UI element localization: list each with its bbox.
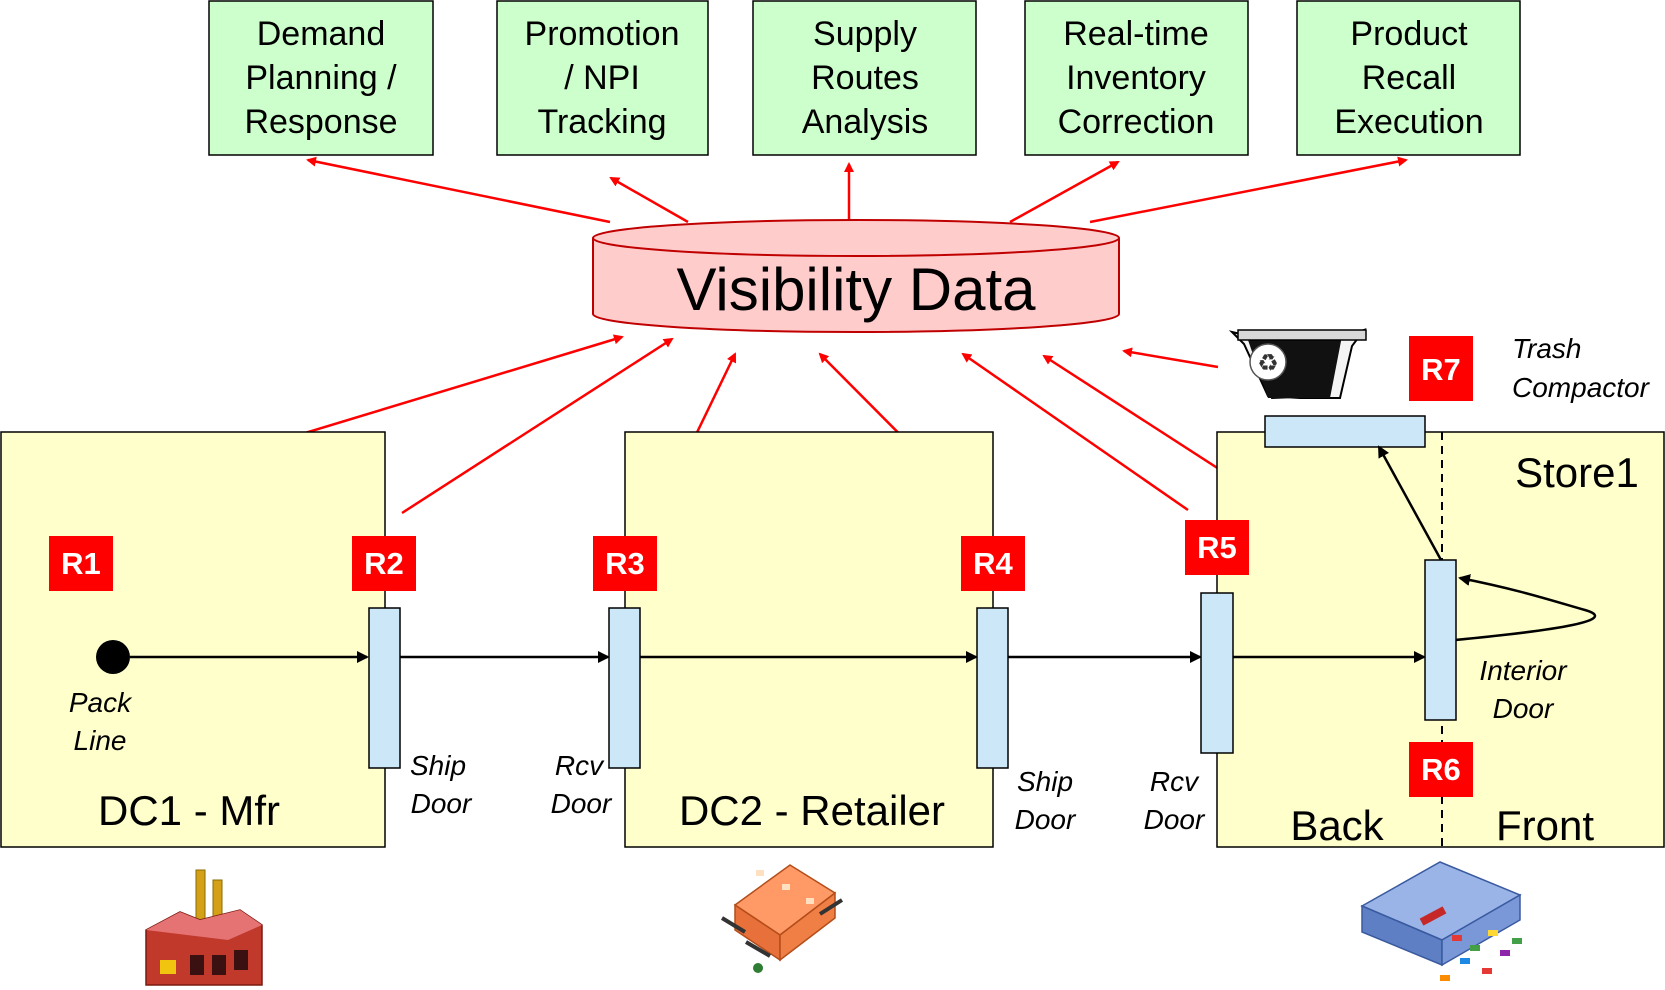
reader-label: R5 <box>1197 530 1237 565</box>
app-box-product-recall: Product Recall Execution <box>1296 0 1521 156</box>
app-box-demand-planning: Demand Planning / Response <box>208 0 434 156</box>
app-line: Execution <box>1334 103 1483 141</box>
app-line: Recall <box>1362 59 1456 97</box>
factory-icon <box>145 869 263 986</box>
app-line: Tracking <box>537 103 666 141</box>
interior-door <box>1424 559 1457 721</box>
interior-door-label: Door <box>1493 693 1555 724</box>
trash-compactor-slot <box>1264 415 1426 448</box>
ship-door-label: Ship <box>410 750 466 781</box>
output-arrows <box>306 156 1408 224</box>
svg-text:♻: ♻ <box>1257 350 1279 377</box>
reader-r2: R2 <box>352 536 416 591</box>
rcv-door-label: Door <box>1144 804 1206 835</box>
reader-r5: R5 <box>1185 520 1249 575</box>
app-line: Response <box>244 103 397 141</box>
app-box-realtime-inventory: Real-time Inventory Correction <box>1024 0 1249 156</box>
dc2-label: DC2 - Retailer <box>679 787 945 834</box>
reader-label: R6 <box>1421 752 1461 787</box>
store-front-label: Front <box>1496 802 1594 849</box>
ship-door-dc1 <box>368 607 401 769</box>
ship-door-label: Door <box>1015 804 1077 835</box>
dc1-label: DC1 - Mfr <box>98 787 280 834</box>
app-line: Real-time <box>1063 15 1208 53</box>
rcv-door-label: Door <box>551 788 613 819</box>
trash-compactor-label: Trash <box>1512 333 1582 364</box>
reader-label: R7 <box>1421 352 1461 387</box>
app-line: Supply <box>813 15 917 53</box>
rcv-door-dc2 <box>608 607 641 769</box>
rcv-door-label: Rcv <box>1150 766 1200 797</box>
reader-r6: R6 <box>1409 742 1473 797</box>
pack-line-label: Line <box>74 725 127 756</box>
ship-door-label: Door <box>411 788 473 819</box>
reader-label: R2 <box>364 546 404 581</box>
reader-label: R4 <box>973 546 1013 581</box>
warehouse-icon <box>720 864 844 973</box>
dc1-facility <box>0 431 386 848</box>
reader-r4: R4 <box>961 536 1025 591</box>
rcv-door-label: Rcv <box>555 750 605 781</box>
pack-line-origin <box>96 640 130 674</box>
reader-r3: R3 <box>593 536 657 591</box>
interior-door-label: Interior <box>1479 655 1568 686</box>
pack-line-label: Pack <box>69 687 133 718</box>
app-line: Inventory <box>1066 59 1206 97</box>
store-label: Store1 <box>1515 449 1639 496</box>
recycle-bin-icon: ♻ <box>1228 327 1367 400</box>
visibility-data-label: Visibility Data <box>676 256 1036 323</box>
reader-r7: R7 <box>1409 336 1473 401</box>
rcv-door-store <box>1200 592 1234 754</box>
reader-label: R1 <box>61 546 101 581</box>
app-box-supply-routes: Supply Routes Analysis <box>752 0 977 156</box>
app-line: Planning / <box>245 59 397 97</box>
visibility-data-store: Visibility Data <box>592 219 1120 333</box>
app-line: Routes <box>811 59 919 97</box>
app-line: Promotion <box>525 15 680 53</box>
app-line: Analysis <box>802 103 929 141</box>
product-flow <box>96 445 1597 674</box>
ship-door-dc2 <box>976 607 1009 769</box>
trash-compactor-label: Compactor <box>1512 372 1651 403</box>
reader-r1: R1 <box>49 536 113 591</box>
app-box-promotion-npi: Promotion / NPI Tracking <box>496 0 709 156</box>
ship-door-label: Ship <box>1017 766 1073 797</box>
app-line: Correction <box>1058 103 1215 141</box>
app-line: / NPI <box>564 59 640 97</box>
app-line: Product <box>1350 15 1468 53</box>
store-icon <box>1360 861 1522 981</box>
reader-label: R3 <box>605 546 645 581</box>
dc2-facility <box>624 431 994 848</box>
store-back-label: Back <box>1290 802 1384 849</box>
app-line: Demand <box>257 15 386 53</box>
